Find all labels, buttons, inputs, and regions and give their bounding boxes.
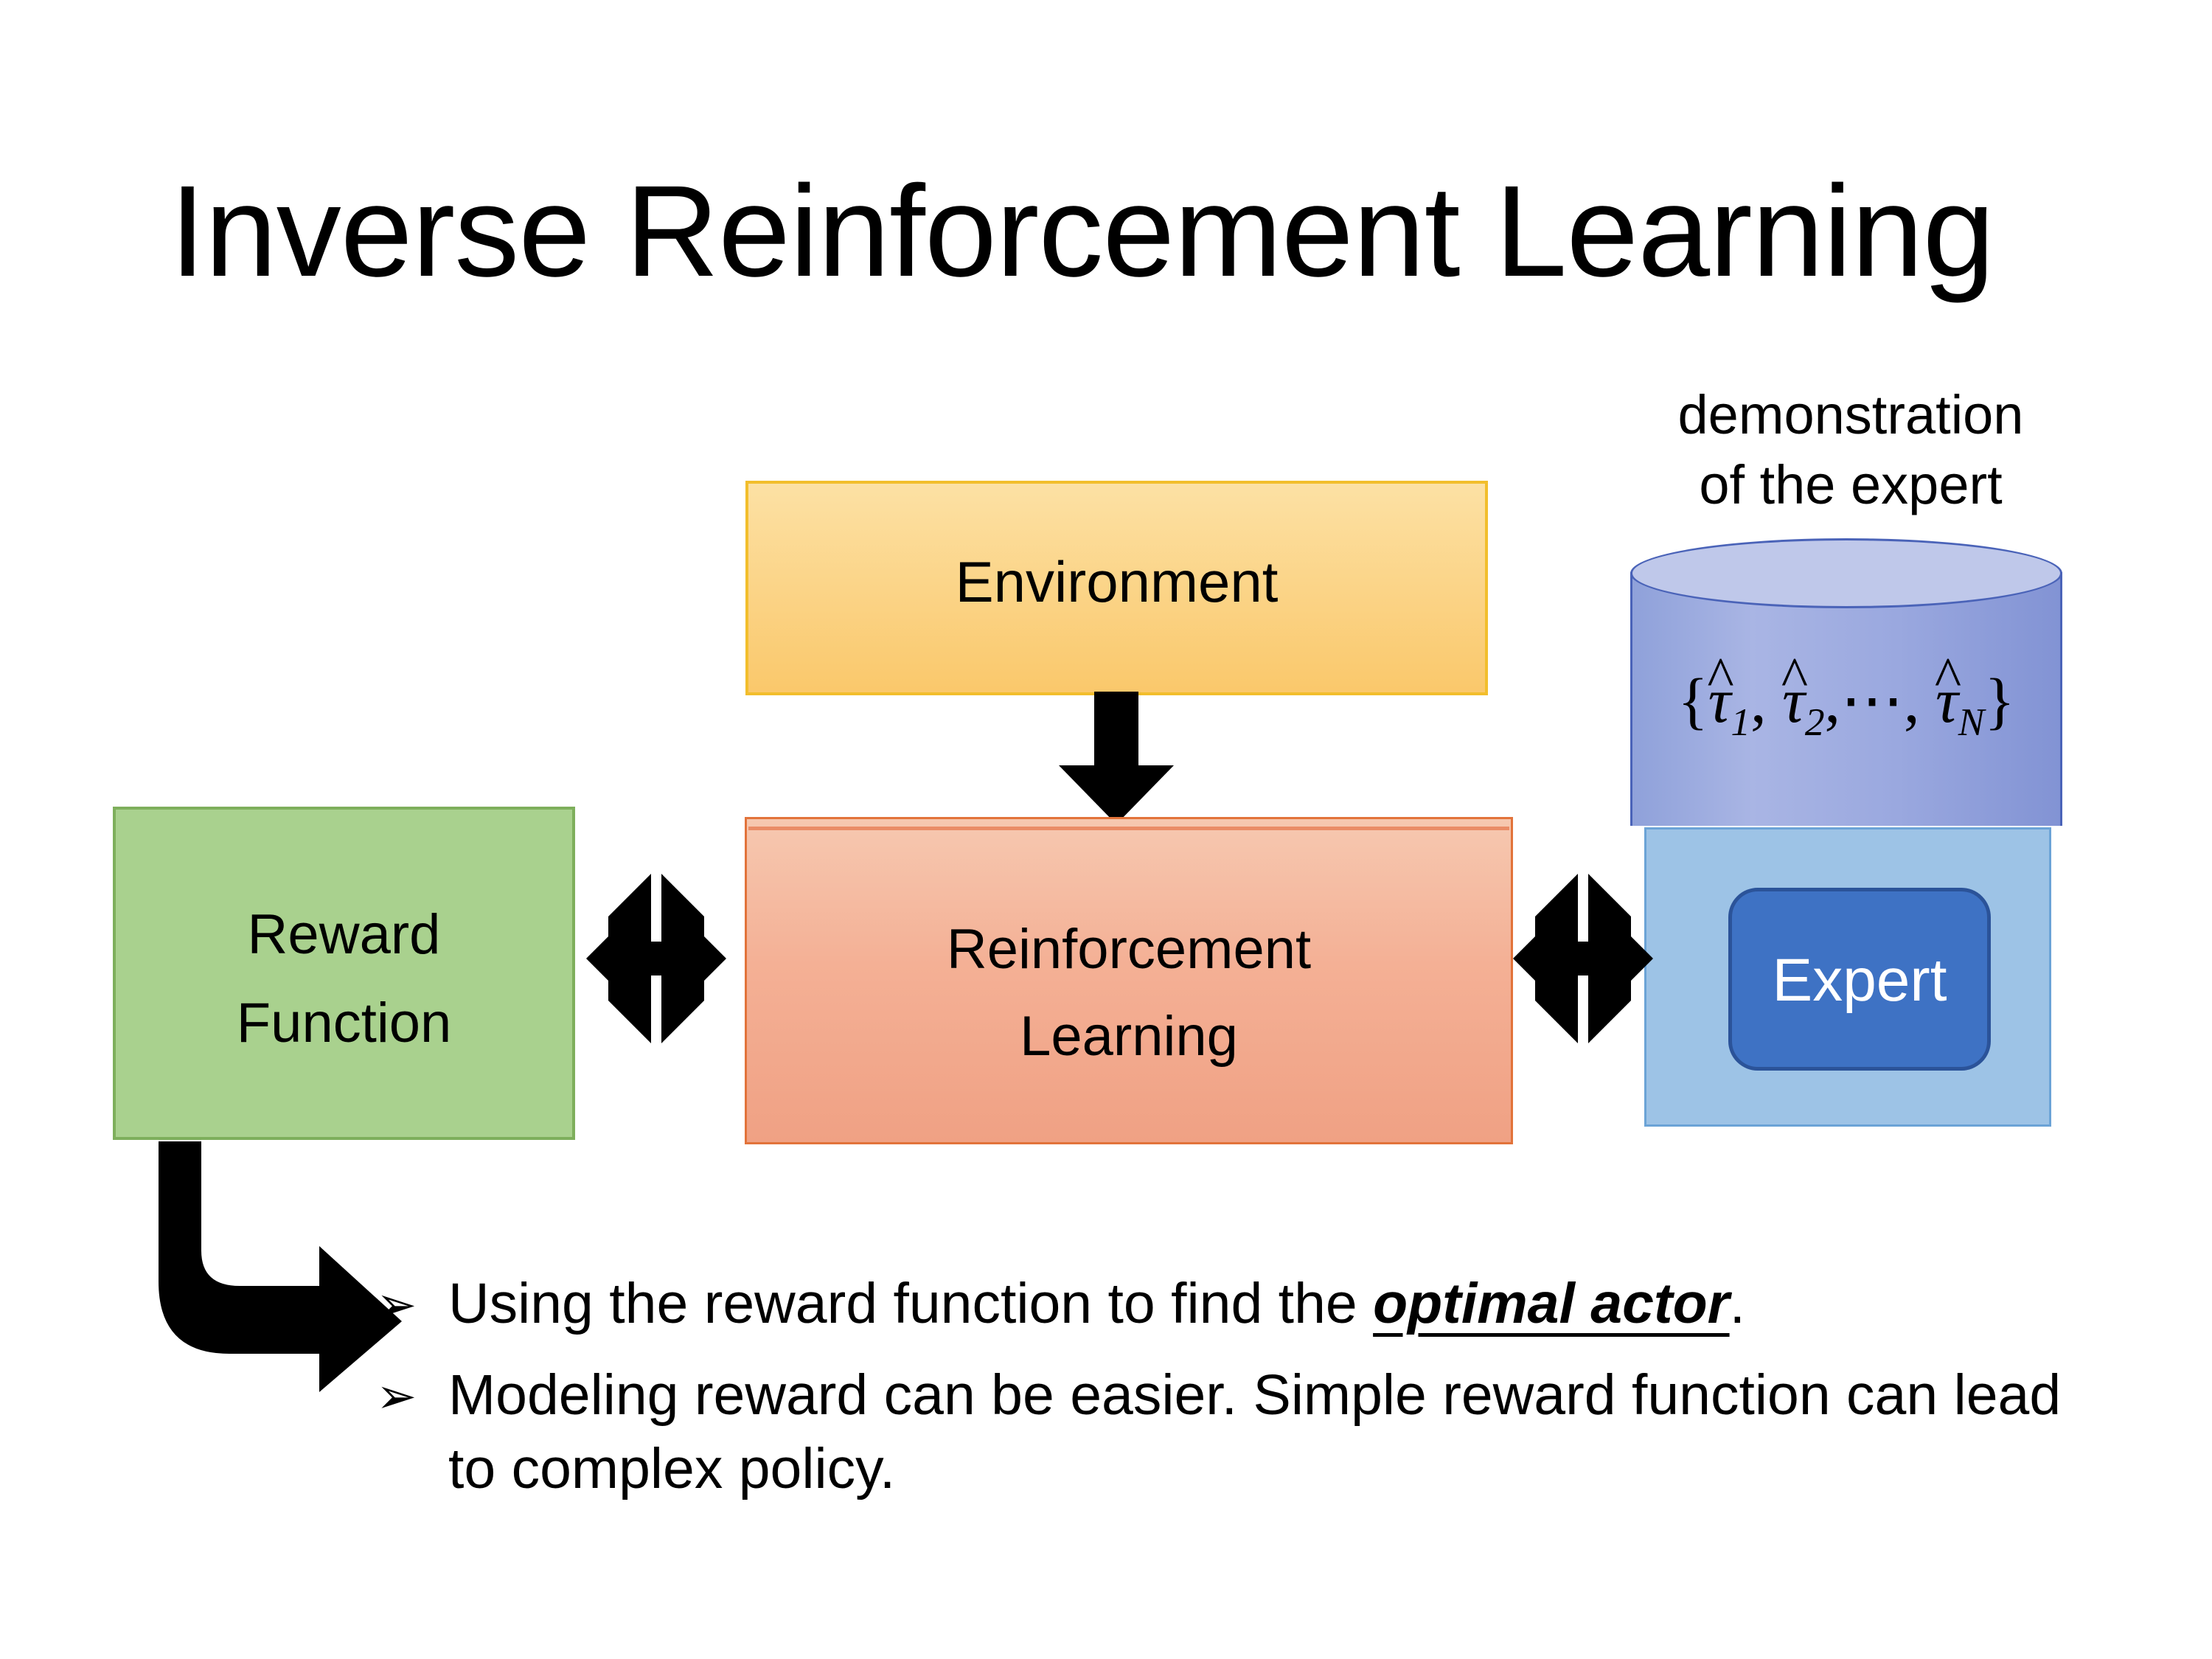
bent-arrow-icon [159,1141,417,1392]
formula-sub-1: 1 [1731,700,1751,745]
demonstration-caption-line1: demonstration [1677,384,2024,445]
reward-label-line1: Reward [247,903,441,966]
environment-box-label: Environment [955,549,1279,614]
rl-box-accent-line [748,827,1509,830]
reward-function-box[interactable]: Reward Function [113,807,575,1140]
bullet-1-text-after: . [1729,1272,1745,1335]
reward-to-rl-bidirectional-arrow-icon [586,874,726,1043]
rl-label-line2: Learning [1020,1004,1238,1068]
formula-tau-n: τ [1935,665,1958,736]
formula-hat-1: ^ [1707,645,1734,709]
bullet-1-text-before: Using the reward function to find the [448,1272,1374,1335]
formula-comma-1: , [1750,665,1767,736]
formula-comma-3: , [1904,665,1920,736]
formula-ellipsis: ⋯ [1840,665,1905,736]
demonstration-cylinder: {^τ1, ^τ2,⋯, ^τN} [1630,538,2062,860]
formula-hat-n: ^ [1934,645,1962,709]
formula-tau-1: τ [1708,665,1731,736]
formula-sub-2: 2 [1804,700,1825,745]
expert-box-label: Expert [1772,947,1947,1014]
demonstration-caption: demonstration of the expert [1622,380,2079,520]
cylinder-top-ellipse [1630,538,2062,608]
rl-to-expert-bidirectional-arrow-icon [1513,874,1653,1043]
formula-comma-2: , [1824,665,1841,736]
reinforcement-learning-box-label: Reinforcement Learning [747,906,1511,1080]
demonstration-caption-line2: of the expert [1699,453,2003,515]
list-item: ➢ Using the reward function to find the o… [369,1267,2101,1340]
expert-box[interactable]: Expert [1728,888,1991,1071]
list-item: ➢ Modeling reward can be easier. Simple r… [369,1358,2101,1506]
environment-box[interactable]: Environment [745,481,1488,695]
formula-open-brace: { [1677,665,1708,736]
bullet-1-emphasis: optimal actor [1373,1272,1730,1335]
reward-function-box-label: Reward Function [116,891,572,1068]
bullet-list: ➢ Using the reward function to find the o… [369,1267,2101,1523]
formula-close-brace: } [1984,665,2015,736]
cylinder-body [1630,572,2062,826]
formula-tau-2: τ [1782,665,1805,736]
rl-label-line1: Reinforcement [946,918,1312,981]
formula-hat-2: ^ [1781,645,1809,709]
trajectory-set-formula: {^τ1, ^τ2,⋯, ^τN} [1630,645,2062,745]
bullet-2-text-before: Modeling reward can be easier. Simple re… [448,1363,2062,1501]
formula-sub-n: N [1958,700,1985,745]
page-title: Inverse Reinforcement Learning [170,159,1994,304]
bullet-arrow-icon: ➢ [376,1368,417,1424]
reward-label-line2: Function [236,992,452,1055]
down-arrow-icon [1050,692,1183,824]
reinforcement-learning-box[interactable]: Reinforcement Learning [745,817,1513,1144]
bullet-arrow-icon: ➢ [376,1277,417,1332]
